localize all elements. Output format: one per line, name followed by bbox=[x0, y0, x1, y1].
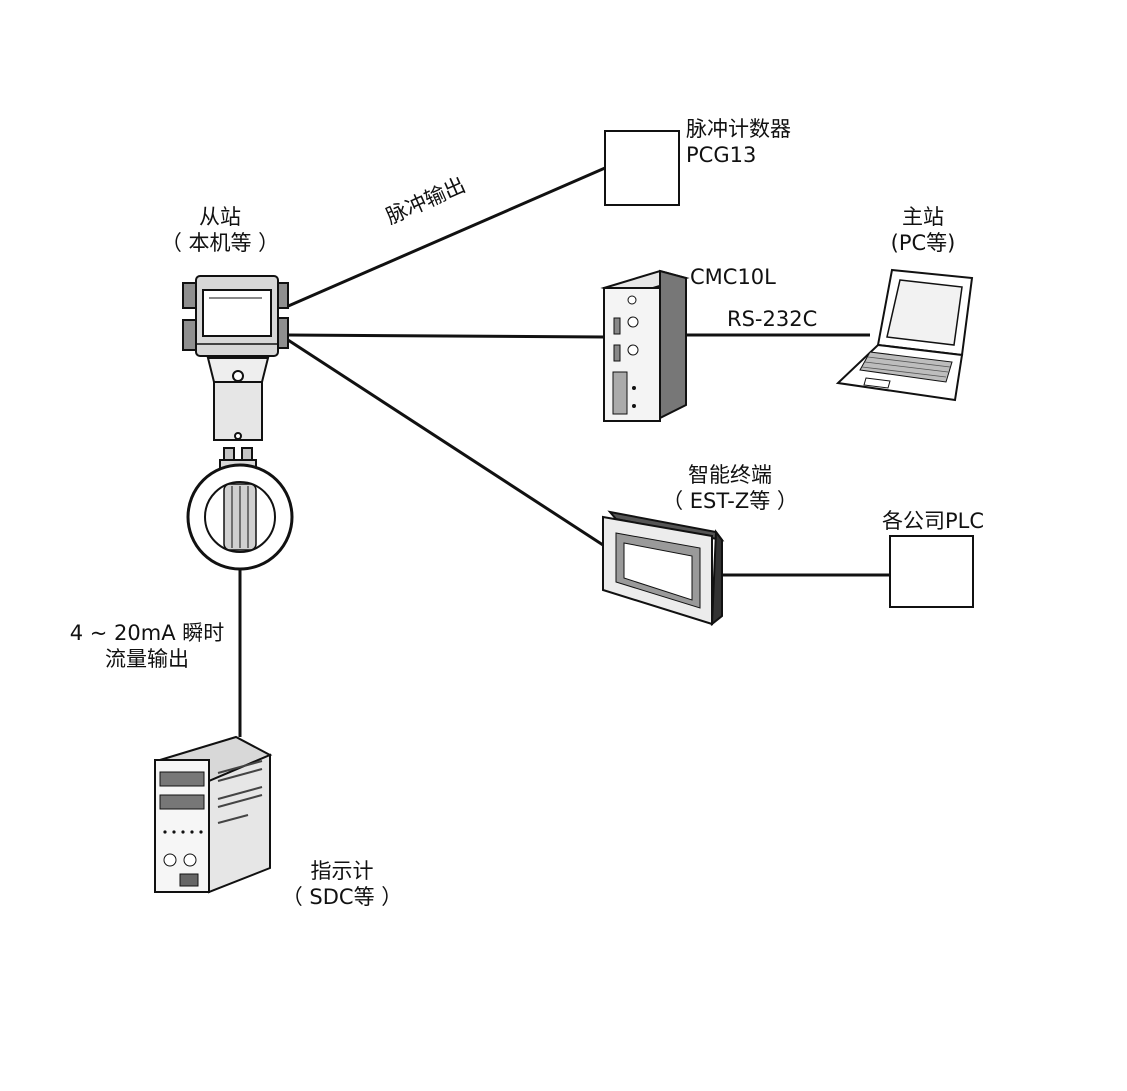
indicator-icon bbox=[154, 735, 273, 894]
analog-output-label: 4 ~ 20mA 瞬时 流量输出 bbox=[62, 620, 232, 672]
analog-output-line2: 流量输出 bbox=[105, 647, 189, 671]
cmc10l-module-icon bbox=[600, 269, 690, 422]
cmc10l-label: CMC10L bbox=[690, 265, 776, 289]
plc-label: 各公司PLC bbox=[882, 509, 985, 533]
indicator-label: 指示计 （ SDC等 ） bbox=[272, 858, 412, 910]
smart-terminal-label: 智能终端 （ EST-Z等 ） bbox=[640, 462, 820, 514]
laptop-icon bbox=[835, 268, 974, 402]
pulse-counter-model: PCG13 bbox=[686, 143, 757, 167]
pulse-counter-box bbox=[604, 130, 680, 206]
master-subtitle: (PC等) bbox=[890, 231, 956, 255]
rs232c-label: RS-232C bbox=[727, 307, 818, 331]
slave-label: 从站 （ 本机等 ） bbox=[160, 204, 280, 256]
plc-box bbox=[889, 535, 974, 608]
slave-title: 从站 bbox=[199, 205, 241, 229]
smart-terminal-title: 智能终端 bbox=[688, 463, 772, 487]
flowmeter-icon bbox=[182, 275, 294, 571]
indicator-title: 指示计 bbox=[310, 859, 374, 883]
pulse-counter-title: 脉冲计数器 bbox=[686, 117, 791, 141]
pulse-output-line bbox=[285, 166, 606, 309]
cmc10l-link-line bbox=[287, 333, 606, 339]
pulse-counter-label: 脉冲计数器 PCG13 bbox=[686, 116, 791, 168]
analog-output-line1: 4 ~ 20mA 瞬时 bbox=[69, 621, 225, 645]
smart-terminal-link-line bbox=[287, 338, 604, 547]
smart-terminal-icon bbox=[602, 510, 725, 627]
slave-subtitle: （ 本机等 ） bbox=[160, 231, 280, 255]
master-title: 主站 bbox=[902, 205, 944, 229]
smart-terminal-subtitle: （ EST-Z等 ） bbox=[662, 489, 798, 513]
indicator-subtitle: （ SDC等 ） bbox=[281, 885, 403, 909]
master-label: 主站 (PC等) bbox=[868, 204, 978, 256]
